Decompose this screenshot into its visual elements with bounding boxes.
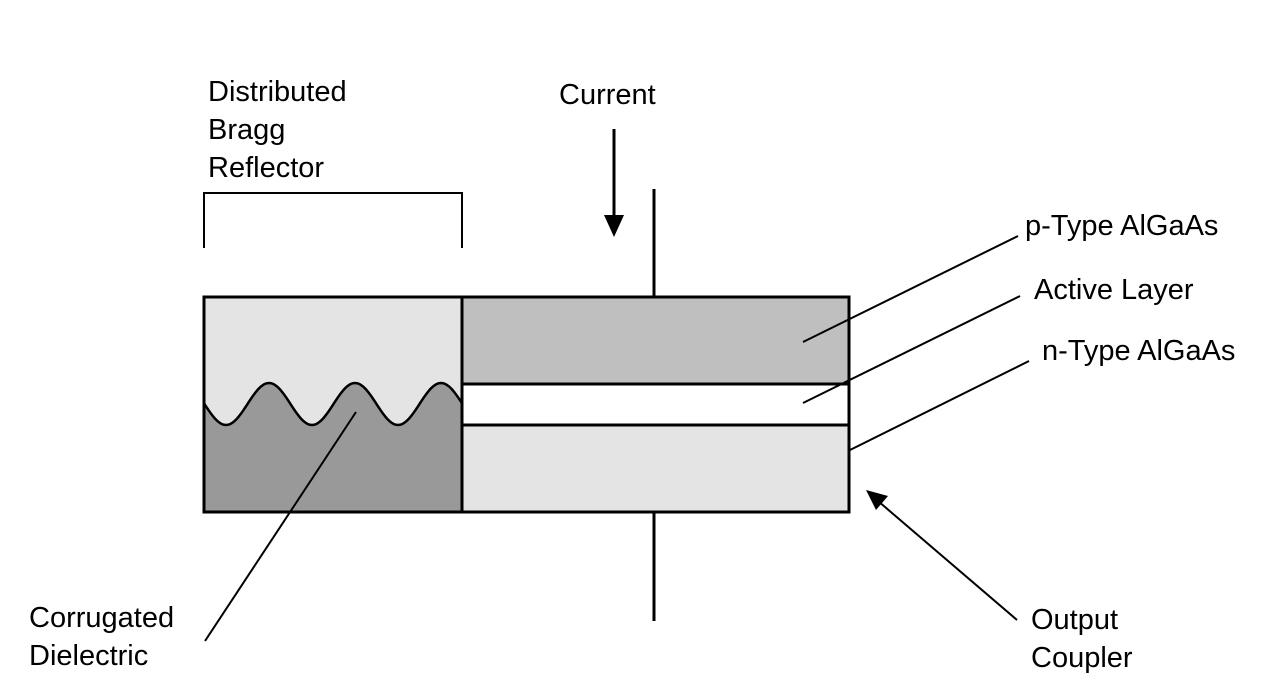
dbr-label-line-2: Bragg bbox=[208, 114, 285, 146]
dbr-label-line-1: Distributed bbox=[208, 76, 347, 108]
dbr-label-line-3: Reflector bbox=[208, 152, 324, 184]
dbr-label: Distributed Bragg Reflector bbox=[208, 76, 355, 184]
output-label-line-1: Output bbox=[1031, 604, 1118, 636]
p-type-layer bbox=[460, 295, 851, 386]
corrugated-label-line-1: Corrugated bbox=[29, 602, 174, 634]
corrugated-label-line-2: Dielectric bbox=[29, 640, 148, 672]
n-type-layer bbox=[460, 423, 851, 514]
current-label: Current bbox=[559, 79, 656, 111]
active-layer-leader bbox=[802, 295, 1021, 404]
arrow-up-left-icon bbox=[866, 490, 1018, 621]
active-layer bbox=[460, 382, 851, 427]
p-type-label: p-Type AlGaAs bbox=[1025, 210, 1218, 242]
n-type-label: n-Type AlGaAs bbox=[1042, 335, 1235, 367]
n-type-leader bbox=[849, 360, 1030, 451]
corrugated-leader bbox=[204, 411, 357, 642]
layer-stack bbox=[460, 295, 851, 514]
dbr-bracket bbox=[203, 192, 463, 248]
corrugated-dielectric-label: Corrugated Dielectric bbox=[29, 602, 182, 672]
output-coupler-label: Output Coupler bbox=[1031, 604, 1133, 674]
dbr-region bbox=[202, 295, 464, 514]
arrow-down-icon bbox=[604, 129, 624, 237]
active-layer-label: Active Layer bbox=[1034, 274, 1194, 306]
output-label-line-2: Coupler bbox=[1031, 642, 1133, 674]
corrugation-wave bbox=[202, 381, 464, 427]
p-type-leader bbox=[802, 235, 1019, 343]
